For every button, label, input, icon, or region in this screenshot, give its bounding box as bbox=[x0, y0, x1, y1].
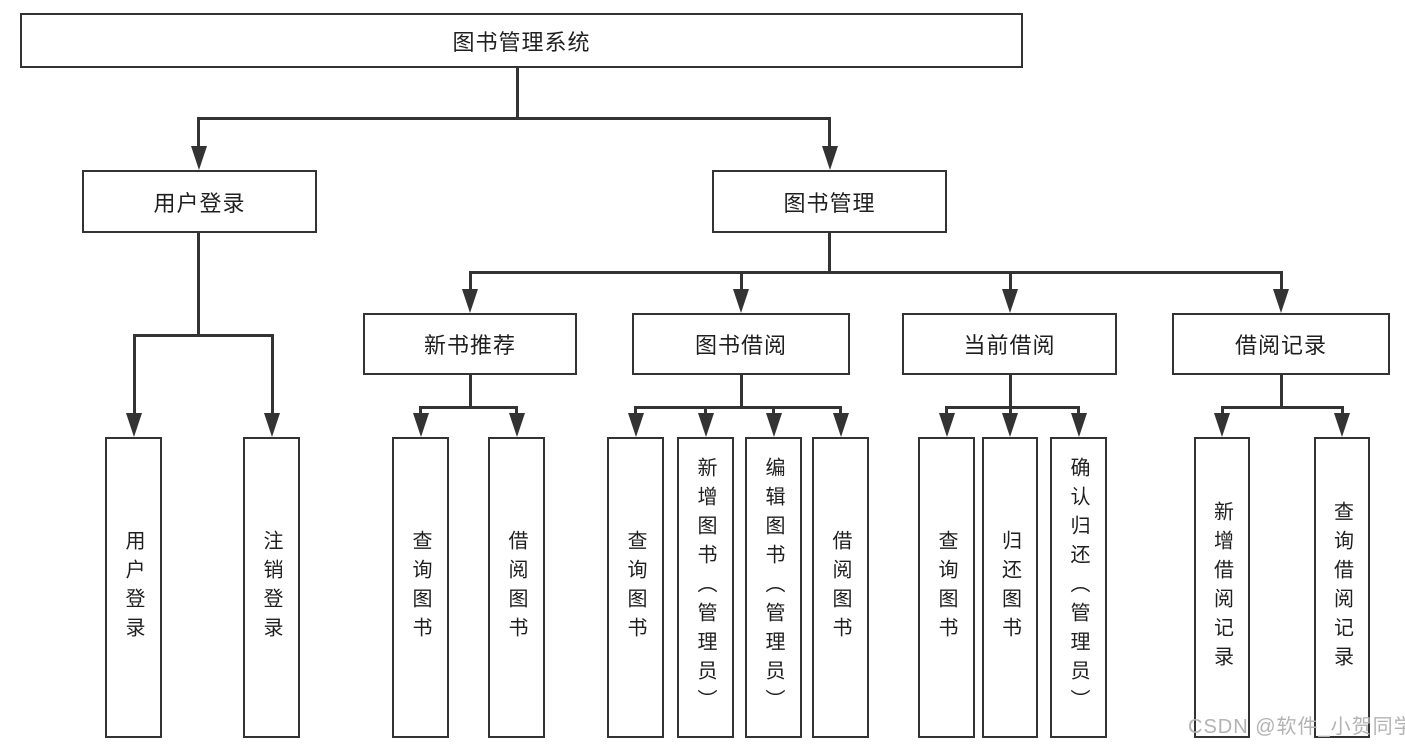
connector-user-login-bar bbox=[132, 334, 274, 337]
connector-stub bbox=[1340, 406, 1344, 416]
node-borrow-record-label: 借阅记录 bbox=[1234, 333, 1327, 358]
arrowhead-down-icon bbox=[627, 413, 644, 437]
connector-level2-bar bbox=[468, 271, 1283, 274]
connector-stub-book-mgmt bbox=[828, 117, 831, 149]
arrowhead-down-icon bbox=[832, 413, 849, 437]
node-borrow-record: 借阅记录 bbox=[1172, 313, 1390, 375]
arrowhead-down-icon bbox=[938, 413, 955, 437]
connector-book-mgmt-stem bbox=[828, 233, 831, 274]
connector-stub bbox=[515, 406, 518, 416]
csdn-watermark: CSDN @软件_小贺同学 bbox=[1188, 716, 1405, 738]
arrowhead-down-icon bbox=[264, 413, 280, 437]
arrowhead-down-icon bbox=[190, 146, 207, 170]
node-leaf-add-book-label: 新增图书（管理员） bbox=[694, 457, 716, 718]
connector-stub bbox=[1220, 406, 1224, 416]
node-leaf-borrow-book-2-label: 借阅图书 bbox=[829, 529, 851, 646]
connector-book-borrow-bar bbox=[634, 406, 842, 409]
arrowhead-down-icon bbox=[733, 289, 749, 313]
node-leaf-edit-book: 编辑图书（管理员） bbox=[745, 437, 802, 738]
connector-stub-current-borrow bbox=[1008, 271, 1012, 293]
node-leaf-borrow-book-1: 借阅图书 bbox=[488, 437, 545, 738]
arrowhead-down-icon bbox=[508, 413, 525, 437]
connector-new-book-rec-stem bbox=[468, 375, 472, 408]
arrowhead-down-icon bbox=[1334, 413, 1350, 437]
node-leaf-query-record-label: 查询借阅记录 bbox=[1330, 500, 1353, 675]
node-leaf-user-login-label: 用户登录 bbox=[122, 529, 144, 646]
node-current-borrow-label: 当前借阅 bbox=[963, 333, 1056, 358]
node-root: 图书管理系统 bbox=[20, 13, 1023, 68]
node-root-label: 图书管理系统 bbox=[452, 29, 591, 55]
node-leaf-query-book-2: 查询图书 bbox=[607, 437, 664, 738]
node-leaf-query-book-3: 查询图书 bbox=[918, 437, 975, 738]
node-leaf-logout: 注销登录 bbox=[243, 437, 300, 738]
node-book-mgmt-label: 图书管理 bbox=[783, 190, 876, 216]
connector-book-borrow-stem bbox=[739, 375, 743, 408]
connector-stub bbox=[419, 406, 422, 416]
connector-stub bbox=[704, 406, 707, 416]
connector-stub-user-login bbox=[197, 117, 200, 149]
connector-stub-leaf-logout bbox=[270, 336, 274, 415]
node-leaf-edit-book-label: 编辑图书（管理员） bbox=[762, 457, 784, 718]
node-leaf-borrow-book-2: 借阅图书 bbox=[812, 437, 869, 738]
node-book-borrow-label: 图书借阅 bbox=[694, 333, 787, 358]
connector-root-stem bbox=[516, 68, 519, 120]
arrowhead-down-icon bbox=[765, 413, 782, 437]
node-leaf-return-book-label: 归还图书 bbox=[998, 529, 1021, 646]
node-leaf-add-record-label: 新增借阅记录 bbox=[1210, 500, 1233, 675]
node-book-borrow: 图书借阅 bbox=[632, 313, 850, 375]
connector-stub-book-borrow bbox=[739, 271, 743, 293]
connector-borrow-record-bar bbox=[1220, 406, 1344, 409]
arrowhead-down-icon bbox=[1273, 289, 1289, 313]
node-leaf-query-book-3-label: 查询图书 bbox=[935, 529, 957, 646]
arrowhead-down-icon bbox=[412, 413, 429, 437]
arrowhead-down-icon bbox=[462, 289, 478, 313]
node-leaf-confirm-return-label: 确认归还（管理员） bbox=[1067, 457, 1089, 718]
connector-stub bbox=[1077, 406, 1080, 416]
node-leaf-confirm-return: 确认归还（管理员） bbox=[1050, 437, 1107, 738]
node-user-login-branch-label: 用户登录 bbox=[153, 190, 246, 216]
node-leaf-add-record: 新增借阅记录 bbox=[1194, 437, 1250, 738]
node-leaf-query-book-1: 查询图书 bbox=[392, 437, 449, 738]
connector-stub bbox=[839, 406, 842, 416]
node-leaf-add-book: 新增图书（管理员） bbox=[677, 437, 734, 738]
node-new-book-rec-label: 新书推荐 bbox=[423, 333, 516, 358]
arrowhead-down-icon bbox=[697, 413, 714, 437]
connector-current-borrow-stem bbox=[1008, 375, 1012, 408]
connector-current-borrow-bar bbox=[945, 406, 1080, 409]
connector-stub bbox=[945, 406, 948, 416]
connector-borrow-record-stem bbox=[1279, 375, 1283, 408]
arrowhead-down-icon bbox=[1002, 289, 1018, 313]
connector-stub bbox=[634, 406, 637, 416]
node-leaf-query-record: 查询借阅记录 bbox=[1314, 437, 1370, 738]
node-leaf-return-book: 归还图书 bbox=[982, 437, 1038, 738]
connector-user-login-stem bbox=[197, 233, 200, 337]
connector-level1-bar bbox=[197, 117, 831, 120]
connector-stub-leaf-user-login bbox=[132, 336, 136, 415]
arrowhead-down-icon bbox=[821, 146, 838, 170]
arrowhead-down-icon bbox=[1002, 413, 1018, 437]
connector-new-book-rec-bar bbox=[419, 406, 518, 409]
node-new-book-rec: 新书推荐 bbox=[363, 313, 577, 375]
connector-stub bbox=[772, 406, 775, 416]
connector-stub bbox=[1008, 406, 1012, 416]
node-leaf-user-login: 用户登录 bbox=[105, 437, 162, 738]
connector-stub-borrow-record bbox=[1279, 271, 1283, 293]
node-current-borrow: 当前借阅 bbox=[902, 313, 1117, 375]
node-leaf-logout-label: 注销登录 bbox=[260, 529, 282, 646]
arrowhead-down-icon bbox=[126, 413, 142, 437]
node-book-mgmt: 图书管理 bbox=[712, 170, 947, 233]
arrowhead-down-icon bbox=[1070, 413, 1087, 437]
arrowhead-down-icon bbox=[1214, 413, 1230, 437]
node-leaf-query-book-2-label: 查询图书 bbox=[624, 529, 646, 646]
node-leaf-borrow-book-1-label: 借阅图书 bbox=[505, 529, 527, 646]
connector-stub-new-book-rec bbox=[468, 271, 472, 293]
node-user-login-branch: 用户登录 bbox=[82, 170, 317, 233]
node-leaf-query-book-1-label: 查询图书 bbox=[409, 529, 431, 646]
